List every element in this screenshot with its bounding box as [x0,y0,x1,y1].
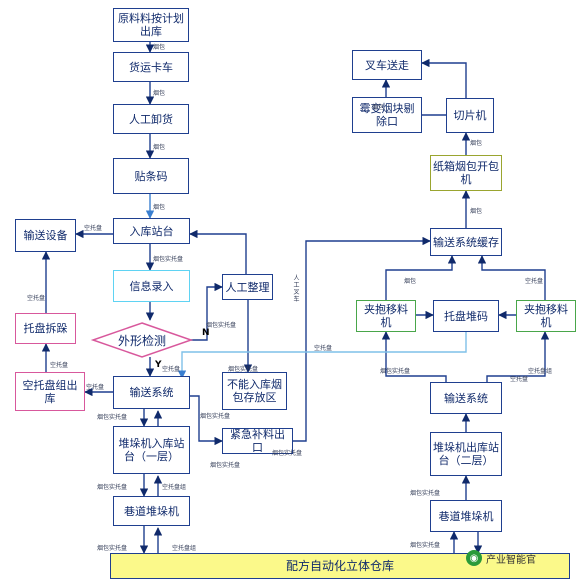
label-l9: 烟包实托盘 [153,256,184,263]
edge-clampright-buffer [477,255,546,300]
node-buffer: 输送系统缓存 [430,228,502,256]
node-stacker-in-station: 堆垛机入库站台（一层） [113,426,190,474]
label-l29: 空托盘 [525,278,544,285]
label-l8: 烟包 [470,208,483,215]
node-carton-open: 纸箱烟包开包机 [430,155,502,191]
edge-sort-inbound [189,229,247,274]
node-aisle-stacker-right: 巷道堆垛机 [430,500,502,532]
node-warehouse: 配方自动化立体仓库 [110,553,570,579]
label-l1: 烟包 [153,44,166,51]
label-l30: 烟包实托盘 [380,368,411,375]
label-l10: 空托盘 [27,295,46,302]
label-l5: 空托盘 [84,225,103,232]
node-forklift: 叉车送走 [352,50,422,80]
label-l23: 烟包实托盘 [97,545,128,552]
label-l26: 空托盘 [314,345,333,352]
node-pallet-unstack: 托盘拆跺 [15,313,76,344]
edge-emergency-buffer [293,236,431,442]
label-l17: 烟包实托盘 [228,366,259,373]
label-l16: 空托盘 [162,366,181,373]
edge-conveyor-right-clampright [486,331,550,382]
label-l32: 空托盘组 [528,368,553,375]
node-aisle-stacker-left: 巷道堆垛机 [113,496,190,526]
label-l27: 人工叉车 [293,275,300,303]
label-l2: 烟包 [153,90,166,97]
label-l14: 空托盘 [50,362,69,369]
node-raw-material: 原料料按计划出库 [113,8,189,42]
node-barcode: 贴条码 [113,158,189,194]
node-reject-zone: 不能入库烟包存放区 [222,372,287,410]
label-l20: 烟包实托盘 [210,462,241,469]
label-l12: 烟包实托盘 [206,322,237,329]
label-l33: 烟包实托盘 [410,490,441,497]
watermark: ◉ 产业智能官 [466,549,536,567]
label-l28: 烟包 [404,278,417,285]
edge-slicer-forklift [421,58,467,98]
label-l21: 烟包实托盘 [97,484,128,491]
label-l18: 烟包实托盘 [200,413,231,420]
label-l3: 烟包 [153,144,166,151]
node-shape-check: 外形检测 [117,333,166,348]
label-l15: 空托盘 [86,384,105,391]
label-l6: 烟包 [372,104,385,111]
watermark-text: 产业智能官 [486,554,536,566]
node-conveyor-mid: 输送系统 [113,376,190,409]
label-l22: 空托盘组 [162,484,187,491]
label-l7: 烟包 [470,140,483,147]
node-moldy-remove: 霉变烟块剔除口 [352,97,422,133]
edge-clampleft-buffer [385,255,457,300]
edge-pallet-empty-return [177,332,467,379]
node-emergency-outlet: 紧急补料出口 [222,428,293,454]
node-conveyor-right: 输送系统 [430,382,502,414]
label-l34: 烟包实托盘 [410,542,441,549]
edge-conveyor-right-clampleft [381,331,447,382]
label-l19: 烟包实托盘 [97,414,128,421]
node-info-entry: 信息录入 [113,270,190,302]
node-clamp-left: 夹抱移料机 [356,300,416,332]
edge-conveyor-emergency [190,395,223,446]
label-l31: 空托盘 [510,376,529,383]
node-stacker-out-station: 堆垛机出库站台（二层） [430,432,502,476]
label-l24: 空托盘组 [172,545,197,552]
label-l4: 烟包 [153,204,166,211]
node-manual-unload: 人工卸货 [113,104,189,134]
node-pallet-stack: 托盘堆码 [433,300,499,332]
node-slicer: 切片机 [446,98,494,133]
node-manual-sort: 人工整理 [222,274,273,300]
edge-diamond-sort [191,282,223,341]
node-conveyor-left: 输送设备 [15,219,76,252]
wechat-icon: ◉ [466,550,482,566]
label-l25: 烟包实托盘 [272,450,303,457]
node-clamp-right: 夹抱移料机 [516,300,576,332]
label-l13: Y [155,360,162,370]
node-empty-pallet-out: 空托盘组出库 [15,372,85,411]
node-inbound-station: 入库站台 [113,218,190,244]
node-truck: 货运卡车 [113,52,189,82]
label-l11: N [202,328,210,338]
